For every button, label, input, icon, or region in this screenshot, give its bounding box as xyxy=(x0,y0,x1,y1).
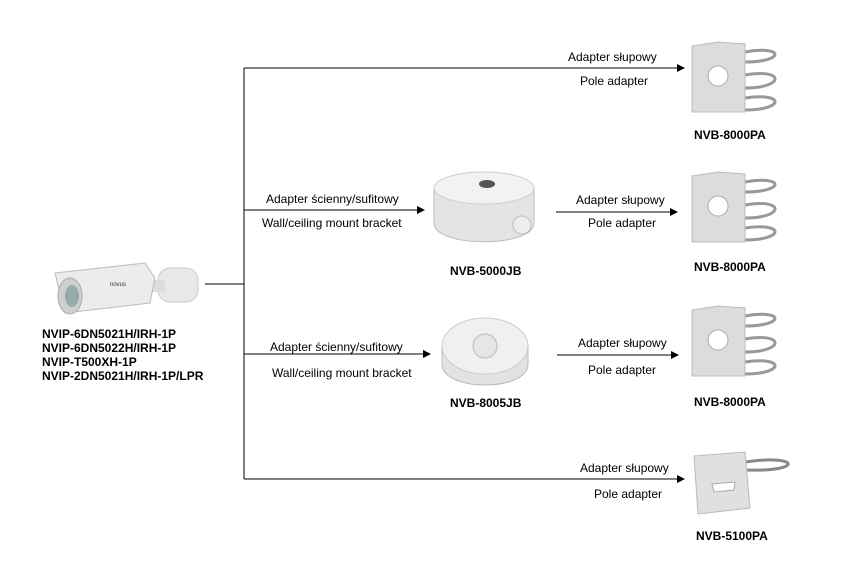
svg-text:novus: novus xyxy=(110,282,126,288)
branch-label-en: Pole adapter xyxy=(588,216,657,230)
branch-label-pl: Adapter ścienny/sufitowy xyxy=(270,340,403,354)
camera-image: novus xyxy=(54,262,199,315)
camera-model-list: NVIP-6DN5021H/IRH-1P NVIP-6DN5022H/IRH-1… xyxy=(42,327,203,383)
branch-label-pl: Adapter ścienny/sufitowy xyxy=(266,192,399,206)
branch-label-pl: Adapter słupowy xyxy=(580,461,669,475)
branch-label-pl: Adapter słupowy xyxy=(576,193,665,207)
pole-adapter-image xyxy=(693,451,790,515)
junction-box-image xyxy=(441,317,529,386)
branch-label-en: Wall/ceiling mount bracket xyxy=(262,216,402,230)
product-label: NVB-5100PA xyxy=(696,529,768,543)
product-label: NVB-8005JB xyxy=(450,396,522,410)
pole-adapter-image xyxy=(691,305,777,377)
product-label: NVB-5000JB xyxy=(450,264,522,278)
branch-label-pl: Adapter słupowy xyxy=(568,50,657,64)
product-label: NVB-8000PA xyxy=(694,260,766,274)
product-label: NVB-8000PA xyxy=(694,395,766,409)
branch-label-pl: Adapter słupowy xyxy=(578,336,667,350)
camera-model: NVIP-T500XH-1P xyxy=(42,355,137,369)
camera-model: NVIP-2DN5021H/IRH-1P/LPR xyxy=(42,369,204,383)
pole-adapter-image xyxy=(691,171,777,243)
camera-model: NVIP-6DN5021H/IRH-1P xyxy=(42,327,177,341)
branch-label-en: Wall/ceiling mount bracket xyxy=(272,366,412,380)
product-label: NVB-8000PA xyxy=(694,128,766,142)
branch-label-en: Pole adapter xyxy=(594,487,663,501)
branch-label-en: Pole adapter xyxy=(580,74,649,88)
junction-box-image xyxy=(433,171,535,243)
branch-label-en: Pole adapter xyxy=(588,363,657,377)
camera-model: NVIP-6DN5022H/IRH-1P xyxy=(42,341,177,355)
pole-adapter-image xyxy=(691,41,777,113)
